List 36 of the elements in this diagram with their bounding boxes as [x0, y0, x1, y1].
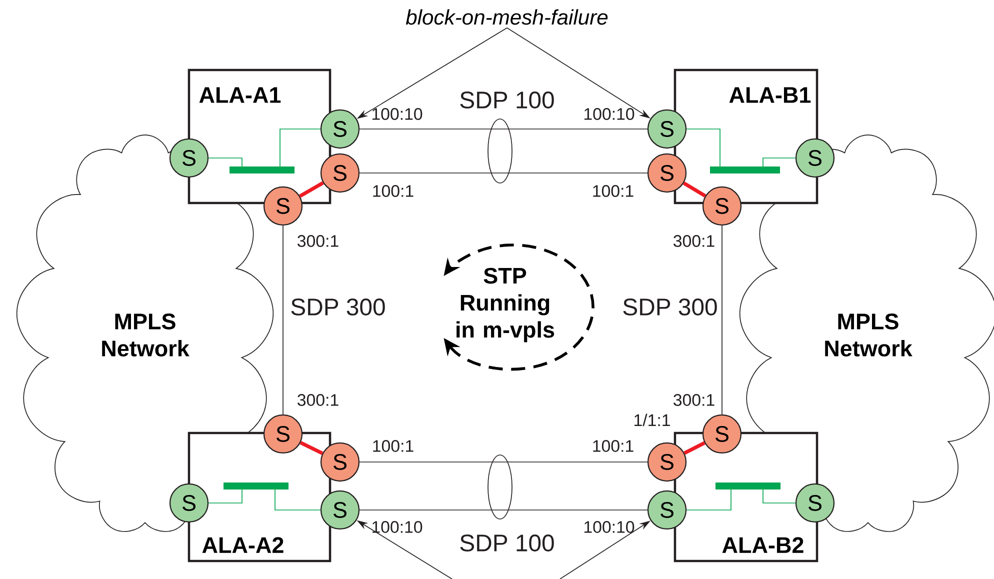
sdp-label: 300:1 [298, 235, 338, 247]
sdp-label: 100:10 [584, 108, 634, 120]
sdp-label: SDP 100 [460, 534, 554, 552]
sdp-label: SDP 300 [623, 298, 717, 316]
sdp-label: 100:1 [593, 440, 634, 452]
binding-link [300, 440, 324, 455]
sdp-link [359, 172, 648, 174]
sdp-label: 100:1 [593, 185, 634, 197]
binding-link [682, 182, 706, 198]
sdp-label: 100:1 [373, 440, 414, 452]
bridge-link [208, 158, 242, 167]
sdp-label: 100:10 [584, 521, 634, 533]
sdp-label: 100:1 [373, 185, 414, 197]
sdp-label: 100:10 [372, 521, 422, 533]
bridge-link [762, 158, 796, 167]
bridge-link [762, 489, 796, 504]
sdp-link [282, 225, 284, 415]
sdp-label: 100:10 [372, 108, 422, 120]
sdp-label: 1/1:1 [634, 414, 670, 426]
sdp-label: 300:1 [298, 394, 338, 406]
bridge-link [280, 128, 321, 167]
bridge-bar [710, 166, 780, 174]
annotation-text: block-on-mesh-failure [406, 9, 608, 25]
binding-link [299, 181, 324, 198]
bridge-link [208, 489, 242, 504]
bridge-link [686, 128, 720, 167]
sdp-label: 300:1 [674, 235, 714, 247]
bridge-bar [230, 166, 295, 174]
loop-label: STP Running in m-vpls [456, 268, 554, 342]
sdp-label: SDP 100 [460, 92, 554, 108]
bridge-link [686, 489, 732, 510]
sdp-label: SDP 300 [291, 298, 385, 316]
sdp-link [359, 128, 648, 130]
bridge-link [274, 489, 321, 510]
sdp-label: 300:1 [674, 394, 714, 406]
binding-link [684, 441, 706, 455]
